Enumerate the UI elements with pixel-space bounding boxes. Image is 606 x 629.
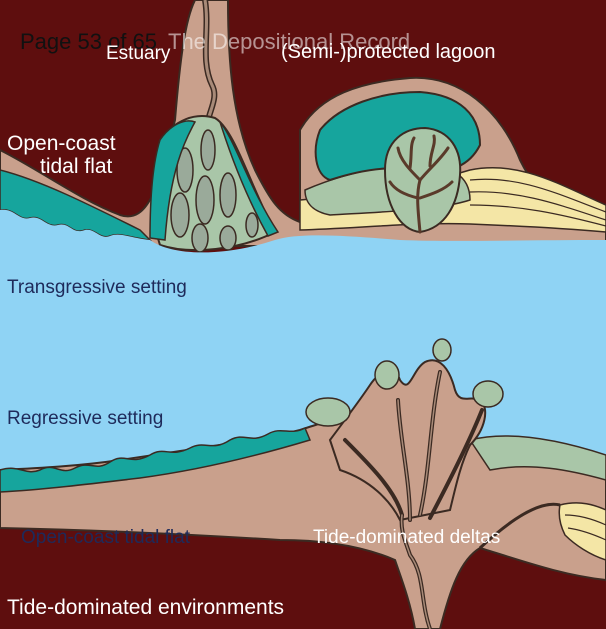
- label-open-coast-top-line1: Open-coast: [7, 132, 116, 155]
- label-open-coast-top-line2: tidal flat: [40, 155, 112, 178]
- figure-title: Tide-dominated environments: [7, 596, 284, 619]
- label-estuary: Estuary: [106, 44, 170, 65]
- label-tide-dominated-deltas: Tide-dominated deltas: [313, 528, 500, 549]
- label-lagoon: (Semi-)protected lagoon: [281, 41, 496, 63]
- label-open-coast-bottom: Open-coast tidal flat: [21, 528, 190, 549]
- label-transgressive-setting: Transgressive setting: [7, 278, 187, 299]
- label-regressive-setting: Regressive setting: [7, 409, 163, 430]
